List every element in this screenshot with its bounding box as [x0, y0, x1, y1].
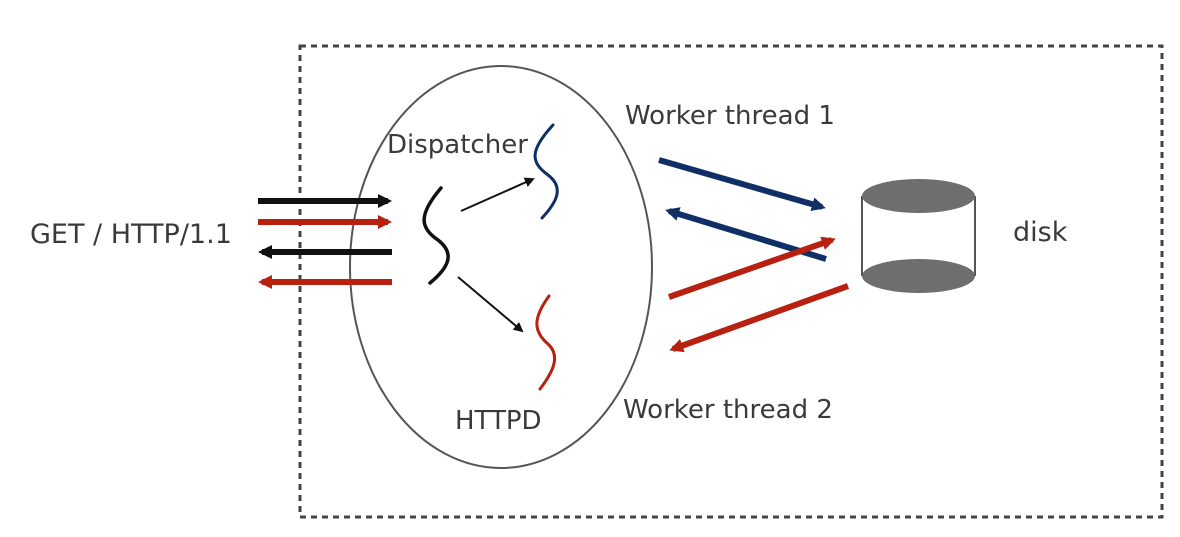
dispatcher-label: Dispatcher: [387, 130, 528, 160]
httpd-label: HTTPD: [455, 406, 542, 436]
request-label: GET / HTTP/1.1: [30, 219, 232, 250]
worker2-to-disk-arrow: [668, 236, 836, 300]
worker1-to-disk-arrow: [658, 157, 826, 211]
worker-thread-2-label: Worker thread 2: [623, 395, 833, 425]
server-boundary: [298, 44, 1164, 519]
worker-thread-1-label: Worker thread 1: [625, 101, 835, 131]
httpd-process: [349, 65, 653, 469]
worker-thread-1-squiggle: [533, 123, 559, 220]
disk-label: disk: [1013, 217, 1068, 248]
dispatch-arrow-1: [460, 177, 535, 212]
dispatcher-thread-squiggle: [422, 186, 450, 285]
disk-cylinder-icon: [861, 179, 976, 293]
worker-thread-2-squiggle: [535, 294, 557, 391]
dispatch-arrow-2: [457, 276, 524, 333]
disk-to-worker2-arrow: [669, 283, 850, 353]
